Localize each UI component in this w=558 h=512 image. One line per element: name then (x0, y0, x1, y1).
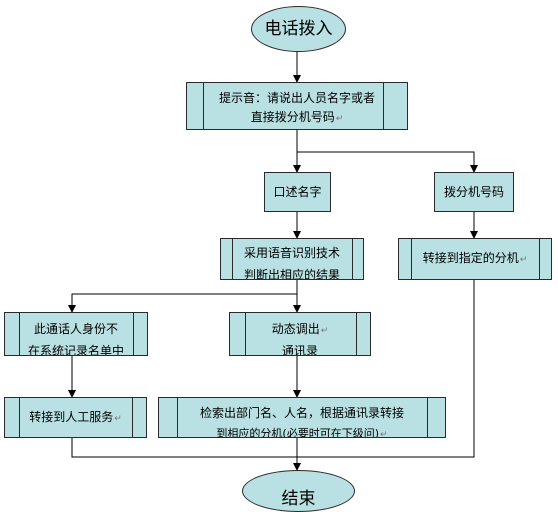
transfer-ext-box: 转接到指定的分机↵ (398, 238, 552, 280)
dial-ext-label: 拨分机号码 (443, 185, 504, 199)
return-mark: ↵ (335, 114, 344, 124)
prompt-line1: 提示音：请说出人员名字或者 (218, 91, 375, 105)
arrow-recog-to-not-in-dir (68, 280, 298, 313)
search-transfer-box: 检索出部门名、人名，根据通讯录转接 到相应的分机(必要时可在下级问)↵ (158, 397, 446, 438)
end-label: 结束 (281, 489, 316, 509)
line-manual-merge (71, 280, 475, 458)
voice-recog-line2: 判断出相应的结果 (243, 268, 340, 280)
call-dir-box: 动态调出↵ 通讯录 (229, 312, 371, 356)
not-in-dir-box: 此通话人身份不 在系统记录名单中 (4, 312, 148, 356)
call-dir-line1: 动态调出 (271, 322, 320, 336)
start-terminal: 电话拨入 (251, 6, 346, 52)
manual-service-label: 转接到人工服务 (29, 410, 114, 424)
return-mark: ↵ (114, 414, 122, 424)
transfer-ext-label: 转接到指定的分机 (422, 251, 519, 265)
not-in-dir-line1: 此通话人身份不 (33, 322, 118, 336)
return-mark: ↵ (519, 255, 528, 265)
manual-service-box: 转接到人工服务↵ (4, 397, 147, 438)
search-line1: 检索出部门名、人名，根据通讯录转接 (199, 406, 404, 420)
not-in-dir-line2: 在系统记录名单中 (27, 344, 124, 356)
return-mark: ↵ (320, 326, 329, 336)
dial-ext-box: 拨分机号码 (434, 172, 514, 212)
arrow-prompt-to-dial-ext (297, 151, 478, 173)
voice-recog-box: 采用语音识别技术 判断出相应的结果 (220, 238, 364, 280)
voice-recog-line1: 采用语音识别技术 (243, 246, 340, 260)
prompt-line2: 直接拨分机号码 (250, 110, 335, 124)
return-mark: ↵ (380, 430, 388, 438)
search-line2: 到相应的分机(必要时可在下级问) (216, 427, 380, 438)
call-dir-line2: 通讯录 (281, 344, 318, 356)
speak-name-box: 口述名字 (264, 172, 331, 212)
prompt-box: 提示音：请说出人员名字或者 直接拨分机号码↵ (186, 82, 408, 130)
start-label: 电话拨入 (264, 19, 333, 39)
speak-name-label: 口述名字 (273, 185, 322, 199)
end-terminal: 结束 (242, 470, 355, 512)
